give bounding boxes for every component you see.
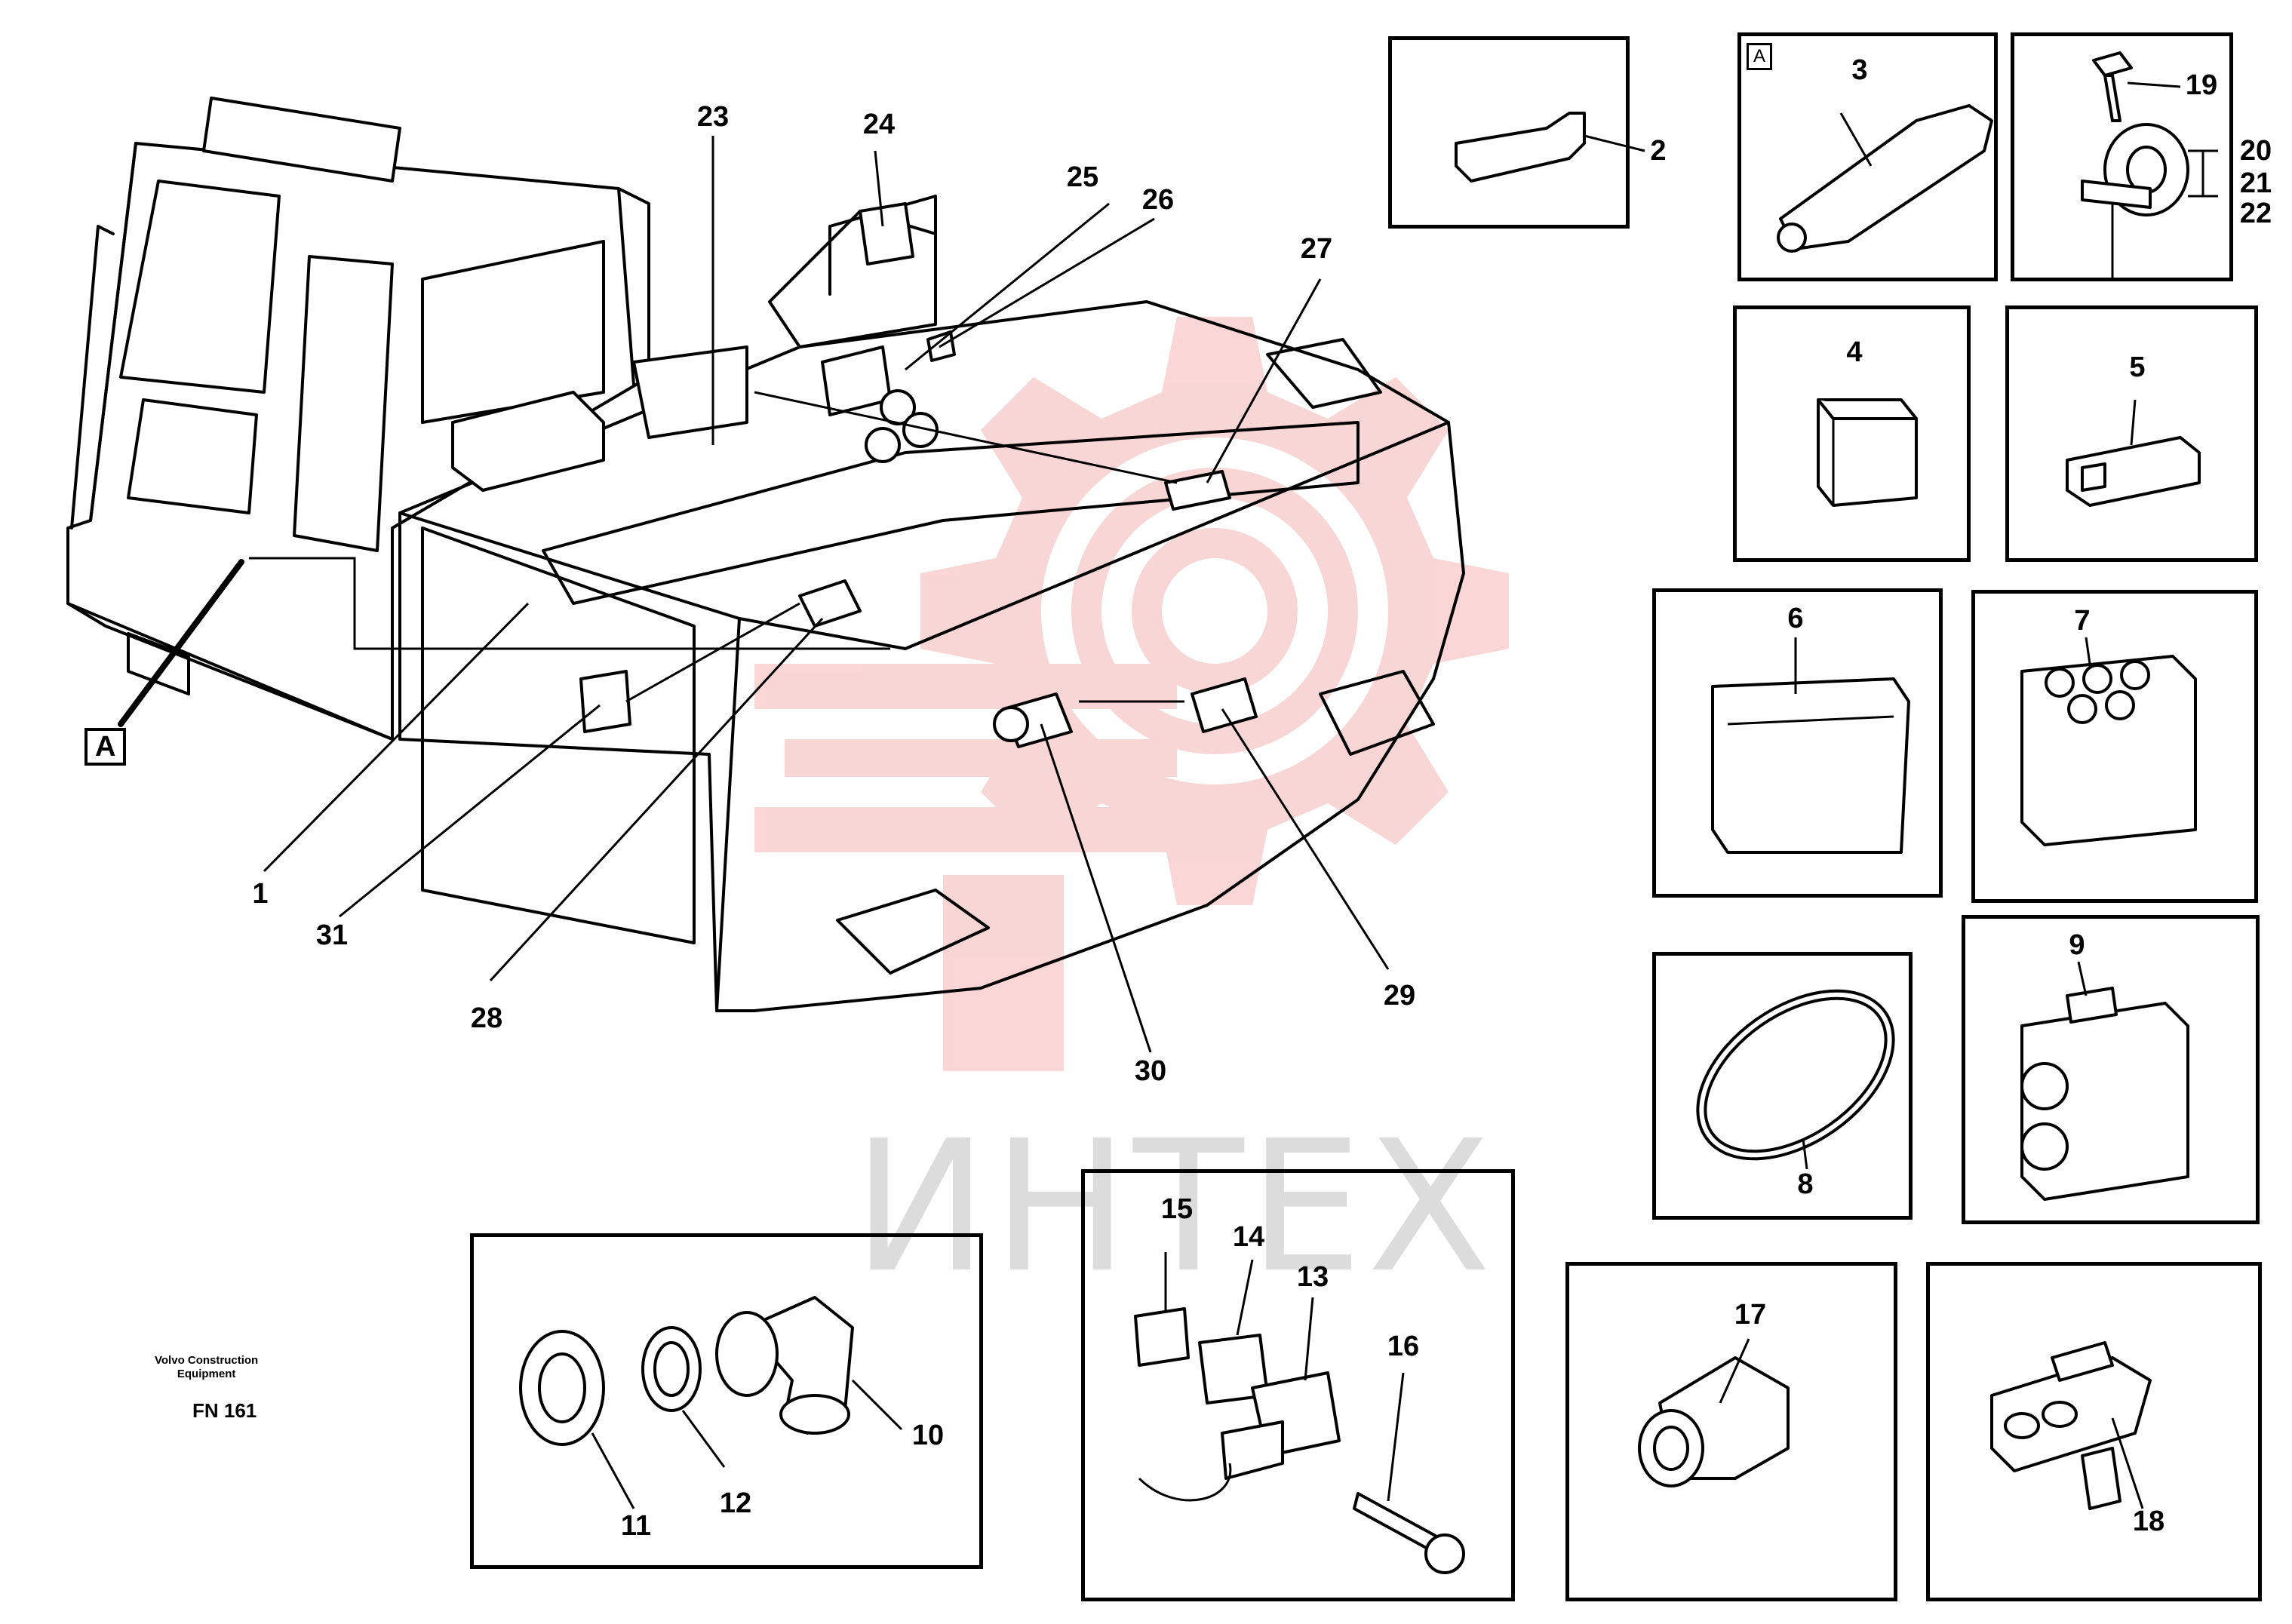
manufacturer-line-2: Equipment: [177, 1368, 236, 1380]
manufacturer-label: Volvo Construction Equipment: [155, 1354, 258, 1381]
callout-16: 16: [1387, 1331, 1420, 1362]
callout-19: 19: [2185, 69, 2218, 101]
callout-21: 21: [2239, 167, 2272, 199]
callout-4: 4: [1846, 336, 1863, 368]
callout-22: 22: [2239, 198, 2272, 229]
detail-frame-7: [1971, 590, 2258, 903]
figure-code: FN 161: [192, 1399, 257, 1422]
detail-frame-3: [1737, 32, 1998, 281]
callout-5: 5: [2129, 352, 2146, 383]
callout-2: 2: [1650, 135, 1667, 167]
callout-18: 18: [2132, 1506, 2165, 1537]
callout-6: 6: [1787, 603, 1804, 634]
detail-frame-8: [1652, 952, 1913, 1220]
detail-frame-6: [1652, 588, 1943, 898]
callout-3: 3: [1851, 54, 1868, 86]
callout-12: 12: [719, 1487, 752, 1519]
callout-20: 20: [2239, 135, 2272, 167]
callout-29: 29: [1383, 980, 1416, 1012]
callout-14: 14: [1232, 1221, 1265, 1253]
callout-24: 24: [862, 109, 896, 140]
view-a-tag: A: [84, 728, 127, 766]
detail-frame-2: [1388, 36, 1630, 229]
callout-23: 23: [696, 101, 730, 133]
detail-frame-9: [1962, 915, 2260, 1224]
callout-10: 10: [911, 1420, 945, 1451]
watermark-text: ИНТЕХ: [853, 1101, 1496, 1312]
callout-13: 13: [1296, 1261, 1329, 1293]
callout-27: 27: [1300, 233, 1333, 265]
detail-frame-19-22: [2011, 32, 2233, 281]
callout-11: 11: [620, 1510, 652, 1542]
callout-9: 9: [2069, 929, 2085, 961]
manufacturer-line-1: Volvo Construction: [155, 1354, 259, 1367]
detail-frame-5: [2005, 305, 2258, 562]
detail-frame-18: [1926, 1262, 2262, 1601]
callout-25: 25: [1066, 161, 1099, 193]
callout-28: 28: [470, 1002, 503, 1034]
callout-31: 31: [315, 919, 349, 951]
callout-15: 15: [1160, 1193, 1194, 1225]
detail-frame-10-12: [470, 1233, 983, 1569]
callout-8: 8: [1797, 1168, 1814, 1200]
detail-frame-17: [1565, 1262, 1897, 1601]
detail-frame-13-16: [1081, 1169, 1515, 1601]
callout-30: 30: [1134, 1055, 1167, 1087]
callout-7: 7: [2074, 605, 2091, 637]
detail-frame-4: [1733, 305, 1971, 562]
callout-1: 1: [252, 878, 269, 910]
callout-17: 17: [1734, 1299, 1767, 1331]
inset-a-tag: A: [1747, 43, 1773, 70]
callout-26: 26: [1141, 184, 1175, 216]
